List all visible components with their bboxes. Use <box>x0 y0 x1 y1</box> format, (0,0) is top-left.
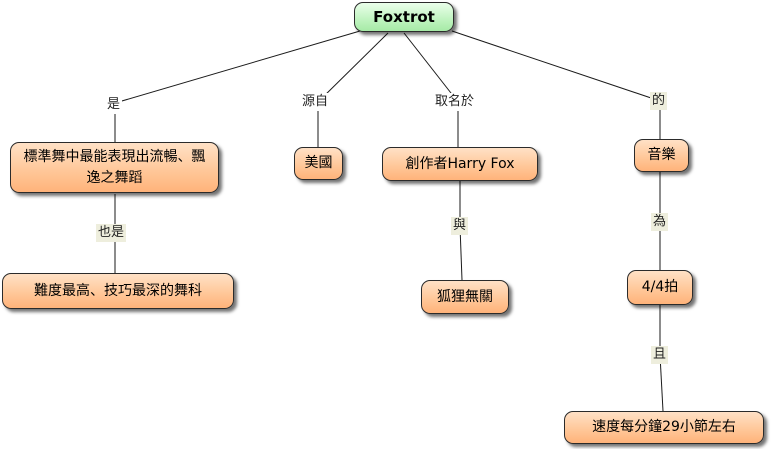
concept-hardest-dance[interactable]: 難度最高、技巧最深的舞科 <box>2 273 234 309</box>
line-root-to-of <box>451 30 661 102</box>
line-root-to-is <box>114 30 361 104</box>
concept-music[interactable]: 音樂 <box>634 139 689 172</box>
link-label-is-wei: 為 <box>651 213 669 231</box>
root-node-foxtrot[interactable]: Foxtrot <box>354 2 454 32</box>
link-label-and: 且 <box>651 346 669 364</box>
link-label-also-is: 也是 <box>96 224 127 242</box>
concept-tempo[interactable]: 速度每分鐘29小節左右 <box>564 411 764 444</box>
line-and-to-tempo <box>659 354 664 412</box>
concept-usa[interactable]: 美國 <box>294 147 343 180</box>
link-label-with: 與 <box>451 217 469 235</box>
concept-creator[interactable]: 創作者Harry Fox <box>382 147 538 181</box>
line-root-to-named <box>403 32 459 103</box>
link-label-is: 是 <box>105 96 123 114</box>
concept-smooth-dance[interactable]: 標準舞中最能表現出流暢、飄逸之舞蹈 <box>10 142 219 193</box>
line-root-to-origin <box>317 32 389 103</box>
concept-beat[interactable]: 4/4拍 <box>627 270 693 305</box>
line-with-to-fox <box>459 225 463 281</box>
link-label-named-after: 取名於 <box>433 93 477 111</box>
concept-fox-unrelated[interactable]: 狐狸無關 <box>421 280 509 314</box>
link-label-of: 的 <box>650 92 668 110</box>
link-label-origin: 源自 <box>300 93 331 111</box>
